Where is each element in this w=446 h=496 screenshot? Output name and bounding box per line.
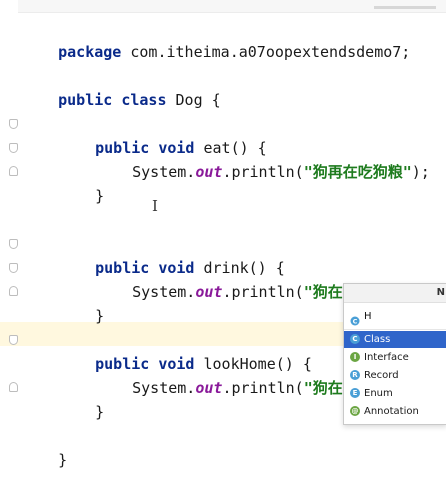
code-line-class-close[interactable]: } <box>22 424 67 469</box>
call-method: .println( <box>222 283 304 301</box>
code-line-method-lookhome[interactable]: public void lookHome() { <box>59 328 312 373</box>
code-editor[interactable]: package com.itheima.a07oopextendsdemo7; … <box>0 0 446 469</box>
method-name: lookHome <box>203 355 276 373</box>
method-modifier: public <box>95 259 150 277</box>
code-line-close-eat[interactable]: } <box>59 160 104 205</box>
popup-title: N <box>436 287 445 298</box>
kind-option-label: Record <box>364 370 399 381</box>
static-field-out: out <box>195 163 223 181</box>
string-literal: "狗再在吃狗粮" <box>303 163 412 181</box>
call-method: .println( <box>222 379 304 397</box>
annotation-icon: @ <box>350 406 360 416</box>
method-return-type: void <box>158 355 195 373</box>
fold-end-icon[interactable] <box>9 286 18 296</box>
kind-option-label: Class <box>364 334 391 345</box>
kind-option-annotation[interactable]: @ Annotation <box>344 403 446 420</box>
static-field-out: out <box>195 379 223 397</box>
method-return-type: void <box>158 259 195 277</box>
kind-option-enum[interactable]: E Enum <box>344 385 446 402</box>
class-name-input[interactable] <box>364 307 442 325</box>
svg-text:C: C <box>353 317 358 325</box>
fold-bar-icon <box>9 143 18 153</box>
method-signature-tail: () { <box>275 355 312 373</box>
method-name: drink <box>203 259 249 277</box>
code-line-println-eat[interactable]: System.out.println("狗再在吃狗粮"); <box>96 136 430 181</box>
fold-toggle-icon[interactable] <box>9 335 18 345</box>
record-icon: R <box>350 370 360 380</box>
package-name: com.itheima.a07oopextendsdemo7; <box>130 43 411 61</box>
fold-toggle-icon[interactable] <box>9 119 18 129</box>
call-suffix: ); <box>411 163 430 181</box>
class-icon: C <box>350 311 360 330</box>
method-name: eat <box>203 139 231 157</box>
text-cursor-icon: I <box>152 197 158 215</box>
fold-end-icon[interactable] <box>9 382 18 392</box>
method-modifier: public <box>95 139 150 157</box>
kind-option-label: Annotation <box>364 406 419 417</box>
code-line-package[interactable]: package com.itheima.a07oopextendsdemo7; <box>22 16 410 61</box>
fold-toggle-icon[interactable] <box>9 239 18 249</box>
class-modifier: public <box>58 91 113 109</box>
method-close-brace: } <box>95 187 105 205</box>
call-prefix: System. <box>132 163 196 181</box>
kind-option-class[interactable]: C Class <box>344 331 446 348</box>
scroll-indicator <box>374 6 436 9</box>
class-open-brace: { <box>211 91 221 109</box>
method-modifier: public <box>95 355 150 373</box>
kind-option-label: Enum <box>364 388 393 399</box>
method-close-brace: } <box>95 307 105 325</box>
editor-gutter[interactable] <box>0 0 18 462</box>
code-line-close-lookhome[interactable]: } <box>59 376 104 421</box>
kind-option-label: Interface <box>364 352 409 363</box>
method-close-brace: } <box>95 403 105 421</box>
class-keyword: class <box>121 91 167 109</box>
code-line-println-drink[interactable]: System.out.println("狗在喝水"); <box>96 256 400 301</box>
kind-option-interface[interactable]: I Interface <box>344 349 446 366</box>
method-return-type: void <box>158 139 195 157</box>
method-signature-tail: () { <box>248 259 285 277</box>
call-method: .println( <box>222 163 304 181</box>
class-icon: C <box>350 334 360 344</box>
code-line-close-drink[interactable]: } <box>59 280 104 325</box>
call-prefix: System. <box>132 379 196 397</box>
class-name: Dog <box>175 91 203 109</box>
package-keyword: package <box>58 43 122 61</box>
method-signature-tail: () { <box>230 139 267 157</box>
kind-option-record[interactable]: R Record <box>344 367 446 384</box>
code-line-method-drink[interactable]: public void drink() { <box>59 232 285 277</box>
popup-header: N <box>344 284 446 303</box>
enum-icon: E <box>350 388 360 398</box>
interface-icon: I <box>350 352 360 362</box>
code-line-method-eat[interactable]: public void eat() { <box>59 112 267 157</box>
popup-search-row[interactable]: C <box>344 303 446 330</box>
fold-bar-icon <box>9 263 18 273</box>
editor-tab-strip <box>0 0 446 13</box>
class-close-brace: } <box>58 451 68 469</box>
static-field-out: out <box>195 283 223 301</box>
code-line-println-lookhome[interactable]: System.out.println("狗在看家 <box>96 352 373 397</box>
code-line-class-declaration[interactable]: public class Dog { <box>22 64 221 109</box>
call-prefix: System. <box>132 283 196 301</box>
fold-end-icon[interactable] <box>9 166 18 176</box>
